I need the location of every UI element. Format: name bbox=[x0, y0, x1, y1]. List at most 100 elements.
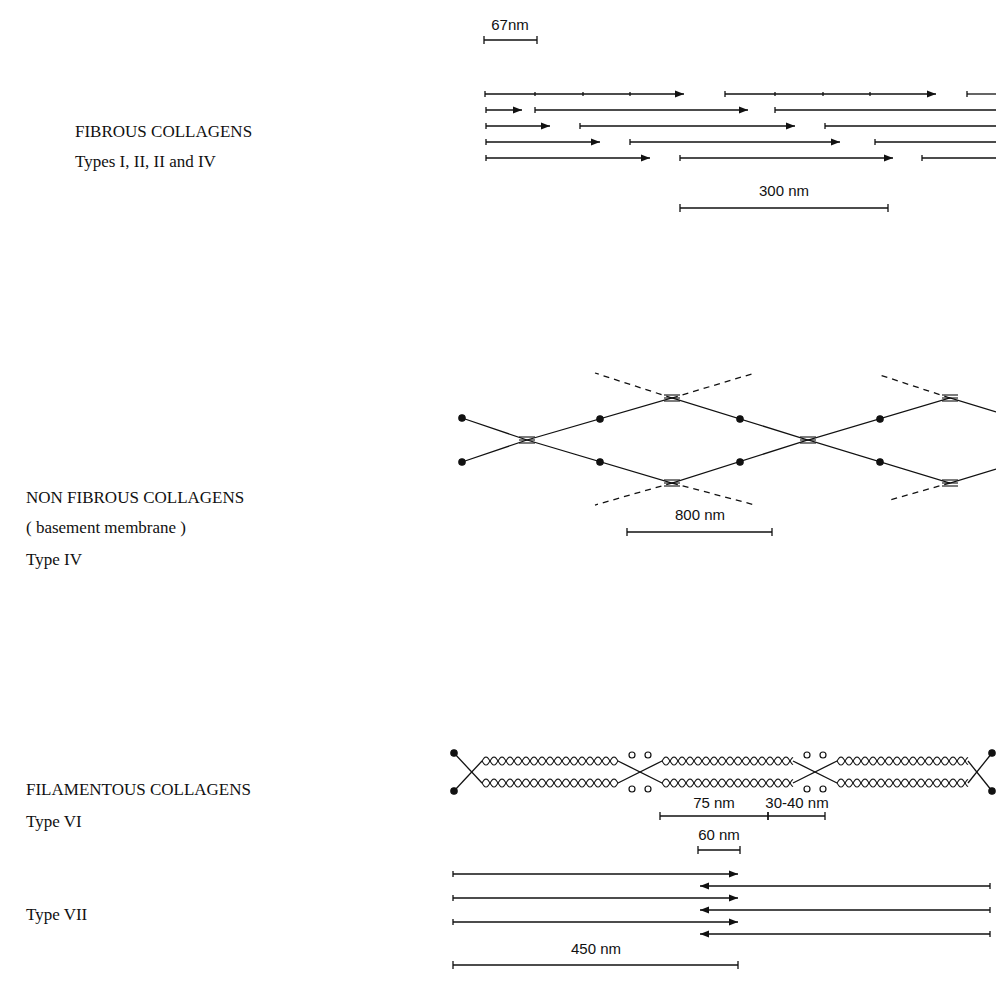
section-heading: FILAMENTOUS COLLAGENS bbox=[26, 780, 251, 800]
molecule-end-tick bbox=[989, 883, 990, 889]
scale-label: 75 nm bbox=[693, 794, 735, 812]
scale-bar bbox=[484, 39, 537, 40]
collagen-molecule bbox=[967, 93, 996, 94]
collagen-molecule bbox=[725, 93, 936, 94]
type-label: Types I, II, II and IV bbox=[75, 152, 216, 172]
tetramer-overlap bbox=[618, 761, 662, 783]
collagen-molecule bbox=[485, 93, 684, 94]
crosslink-mark bbox=[942, 394, 958, 395]
collagen-molecule bbox=[486, 141, 600, 142]
scale-bar bbox=[660, 815, 768, 816]
collagen-molecule bbox=[630, 141, 840, 142]
scale-label: 800 nm bbox=[675, 506, 725, 524]
globular-domain bbox=[804, 752, 810, 758]
globular-domain bbox=[629, 786, 635, 792]
globular-domain bbox=[459, 459, 465, 465]
band-tick bbox=[582, 92, 583, 96]
scale-bar-tick bbox=[767, 812, 768, 820]
molecule-end-tick bbox=[966, 91, 967, 97]
crosslink-mark bbox=[942, 397, 958, 398]
collagen-molecule bbox=[680, 157, 893, 158]
network-strand-dashed bbox=[890, 483, 950, 500]
molecule-end-tick bbox=[485, 107, 486, 113]
collagen-molecule bbox=[922, 157, 996, 158]
crosslink-mark bbox=[800, 442, 816, 443]
network-strand bbox=[462, 418, 996, 483]
tetramer-overlap bbox=[618, 761, 662, 783]
molecule-end-tick bbox=[484, 91, 485, 97]
microfibril-strand bbox=[837, 779, 968, 787]
network-strand-dashed bbox=[880, 375, 950, 398]
collagen-molecule bbox=[580, 125, 795, 126]
globular-domain bbox=[737, 416, 743, 422]
globular-domain bbox=[877, 459, 883, 465]
section-note: ( basement membrane ) bbox=[26, 518, 186, 538]
molecule-end-tick bbox=[485, 139, 486, 145]
microfibril-strand bbox=[837, 757, 968, 765]
collagen-molecule bbox=[825, 125, 996, 126]
section-heading: FIBROUS COLLAGENS bbox=[75, 122, 252, 142]
type-label: Type VII bbox=[26, 905, 87, 925]
molecule-end-tick bbox=[679, 155, 680, 161]
crosslink-mark bbox=[942, 482, 958, 483]
crosslink-mark bbox=[664, 482, 680, 483]
collagen-molecule bbox=[453, 897, 738, 898]
molecule-end-tick bbox=[534, 107, 535, 113]
microfibril-strand bbox=[482, 757, 618, 765]
microfibril-strand bbox=[662, 779, 793, 787]
scale-bar-tick bbox=[697, 846, 698, 854]
molecule-end-tick bbox=[874, 139, 875, 145]
molecule-end-tick bbox=[579, 123, 580, 129]
globular-domain bbox=[451, 788, 457, 794]
collagen-molecule bbox=[453, 921, 738, 922]
molecule-end-tick bbox=[989, 907, 990, 913]
globular-domain bbox=[820, 786, 826, 792]
band-tick bbox=[822, 92, 823, 96]
microfibril-strand bbox=[837, 779, 968, 787]
globular-domain bbox=[804, 786, 810, 792]
scale-bar-tick bbox=[679, 204, 680, 212]
band-tick bbox=[774, 92, 775, 96]
globular-domain bbox=[737, 459, 743, 465]
molecule-end-tick bbox=[452, 895, 453, 901]
scale-label: 300 nm bbox=[759, 182, 809, 200]
band-tick bbox=[629, 92, 630, 96]
collagen-molecule bbox=[486, 109, 522, 110]
tetramer-end bbox=[968, 753, 992, 783]
molecule-end-tick bbox=[485, 123, 486, 129]
crosslink-mark bbox=[800, 439, 816, 440]
globular-domain bbox=[989, 750, 995, 756]
microfibril-strand bbox=[482, 779, 618, 787]
crosslink-mark bbox=[942, 479, 958, 480]
molecule-end-tick bbox=[452, 871, 453, 877]
type-label: Type VI bbox=[26, 812, 82, 832]
collagen-molecule bbox=[775, 109, 996, 110]
type-label: Type IV bbox=[26, 550, 82, 570]
band-tick bbox=[534, 92, 535, 96]
scale-bar-tick bbox=[452, 961, 453, 969]
tetramer-end bbox=[454, 761, 482, 791]
crosslink-mark bbox=[942, 485, 958, 486]
crosslink-mark bbox=[800, 436, 816, 437]
scale-bar-tick bbox=[536, 36, 537, 44]
crosslink-mark bbox=[519, 436, 535, 437]
scale-bar-tick bbox=[659, 812, 660, 820]
crosslink-mark bbox=[664, 479, 680, 480]
scale-bar-tick bbox=[483, 36, 484, 44]
scale-label: 67nm bbox=[491, 16, 529, 34]
collagen-molecule bbox=[486, 125, 550, 126]
collagen-molecule bbox=[875, 141, 996, 142]
crosslink-mark bbox=[664, 397, 680, 398]
molecule-end-tick bbox=[824, 123, 825, 129]
scale-label: 450 nm bbox=[571, 940, 621, 958]
globular-domain bbox=[820, 752, 826, 758]
crosslink-mark bbox=[664, 394, 680, 395]
scale-bar bbox=[627, 531, 772, 532]
scale-bar-tick bbox=[824, 812, 825, 820]
tetramer-end bbox=[454, 753, 482, 783]
section-heading: NON FIBROUS COLLAGENS bbox=[26, 488, 244, 508]
tetramer-overlap bbox=[793, 761, 837, 783]
microfibril-strand bbox=[482, 757, 618, 765]
molecule-end-tick bbox=[989, 931, 990, 937]
collagen-molecule bbox=[700, 885, 990, 886]
